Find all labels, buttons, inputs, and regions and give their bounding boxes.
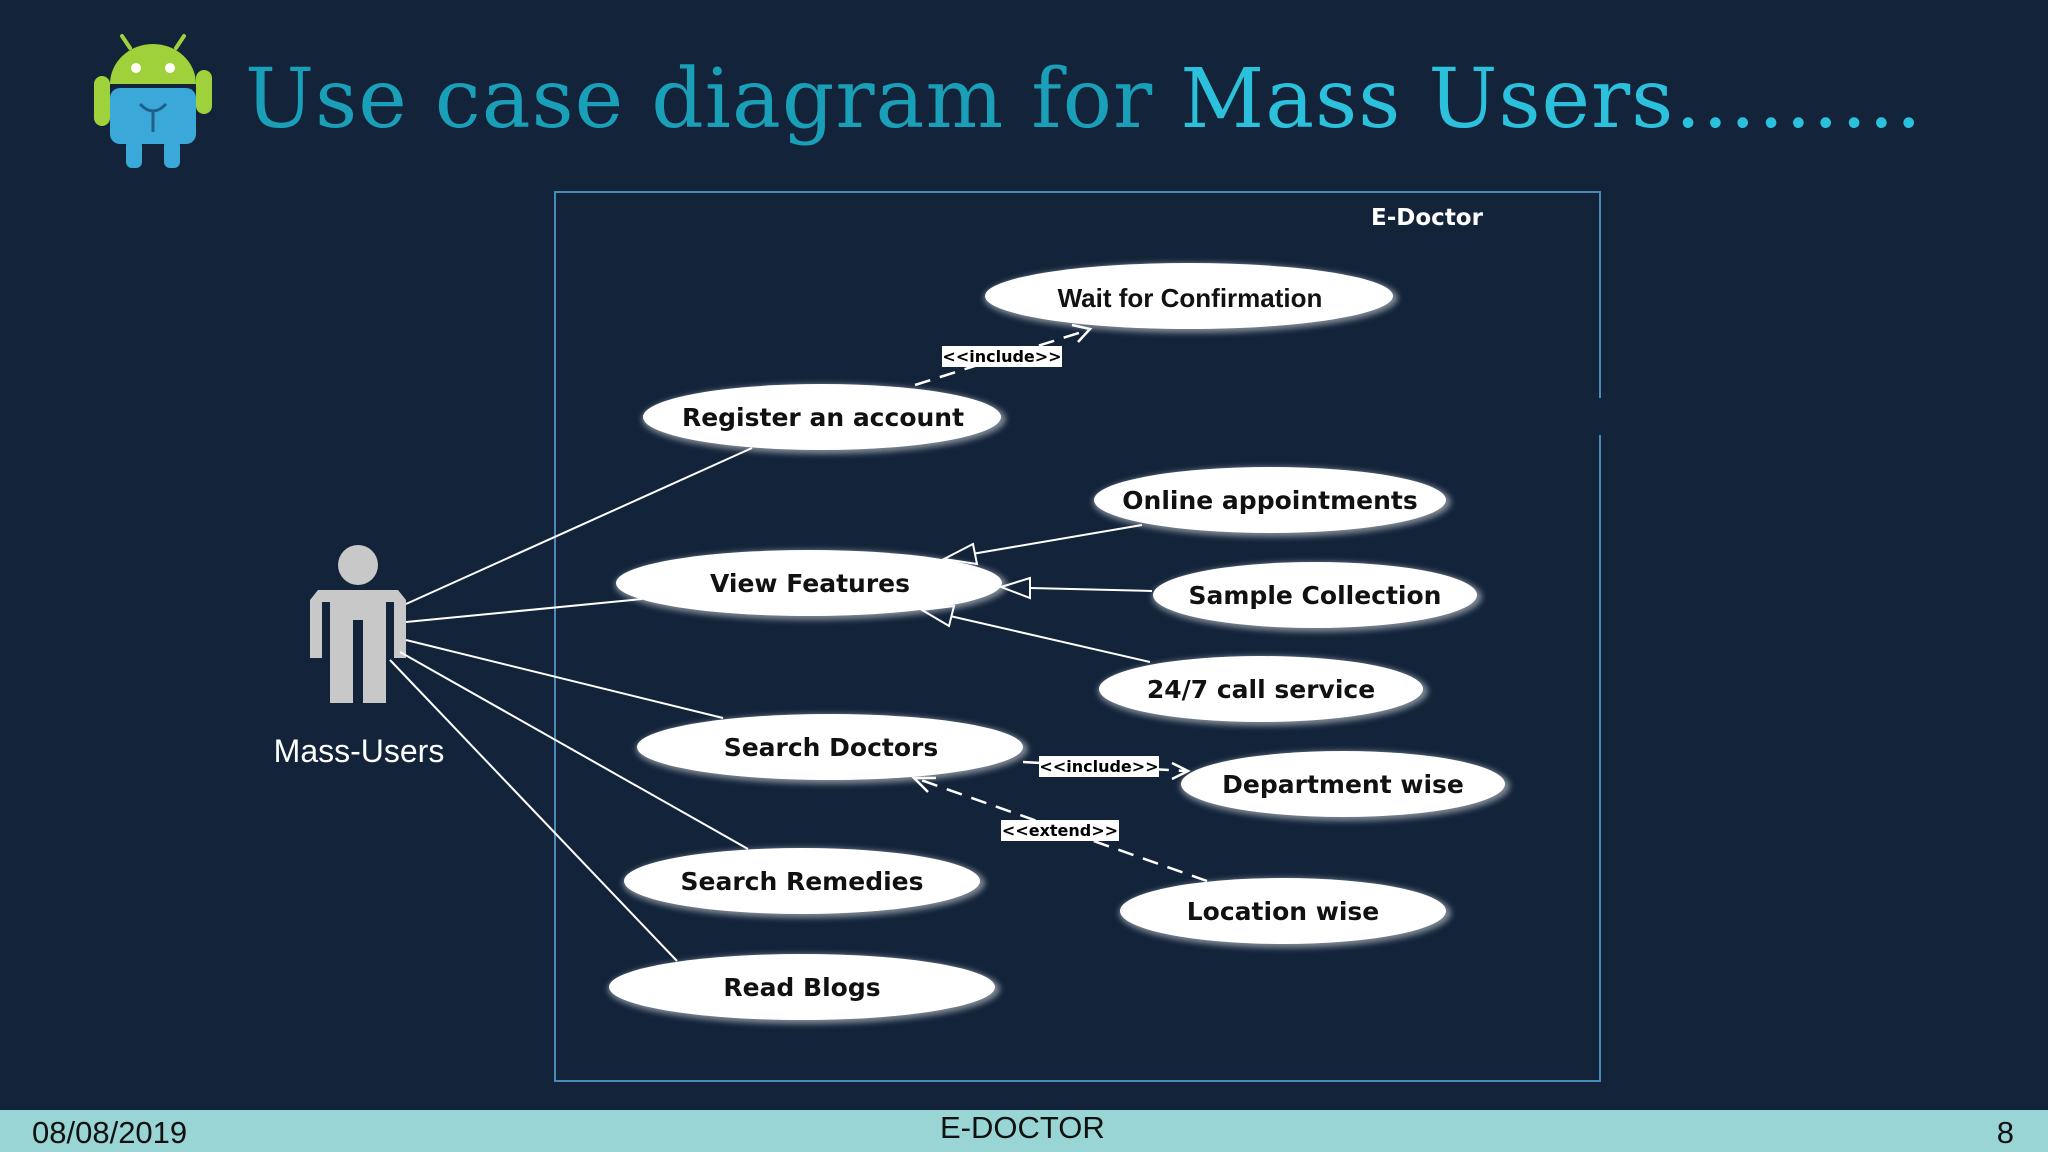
use-case-label: Search Remedies — [681, 867, 924, 896]
title-part-2: Mass Users……… — [1180, 52, 1924, 147]
use-case-wait-confirmation[interactable]: Wait for Confirmation — [984, 263, 1398, 333]
use-case-label: Search Doctors — [724, 733, 939, 762]
use-case-label: Online appointments — [1122, 486, 1417, 515]
use-case-read-blogs[interactable]: Read Blogs — [608, 954, 1000, 1024]
use-case-label: Read Blogs — [723, 973, 880, 1002]
use-case-register[interactable]: Register an account — [642, 384, 1006, 454]
footer-bar: 08/08/2019 E-DOCTOR 8 — [0, 1110, 2048, 1152]
title-part-1: Use case diagram for — [245, 52, 1181, 147]
stereotype-include-2: <<include>> — [1039, 757, 1158, 776]
use-case-search-doctors[interactable]: Search Doctors — [636, 714, 1028, 784]
use-case-location-wise[interactable]: Location wise — [1119, 878, 1451, 948]
association-view-features — [405, 598, 643, 623]
include-arrowhead-2 — [1171, 761, 1191, 781]
stereotype-extend-location: <<extend>> — [1001, 820, 1119, 841]
generalization-arrow-online — [940, 542, 979, 566]
use-case-view-features[interactable]: View Features — [615, 550, 1007, 620]
generalization-arrow-sample — [997, 576, 1031, 600]
use-case-label: Register an account — [682, 403, 964, 432]
footer-date: 08/08/2019 — [32, 1115, 188, 1150]
use-case-label: Sample Collection — [1189, 581, 1442, 610]
stereotype-include-register: <<include>> — [942, 346, 1062, 367]
use-case-label: Location wise — [1187, 897, 1380, 926]
associations — [389, 447, 753, 962]
use-case-online-appointments[interactable]: Online appointments — [1093, 467, 1451, 537]
use-case-search-remedies[interactable]: Search Remedies — [623, 848, 985, 918]
use-case-label: Department wise — [1222, 770, 1464, 799]
use-case-label: 24/7 call service — [1147, 675, 1375, 704]
use-case-label: Wait for Confirmation — [1058, 283, 1323, 313]
use-case-label: View Features — [710, 569, 910, 598]
association-register — [405, 447, 753, 605]
stereotype-include-1: <<include>> — [942, 347, 1061, 366]
android-logo-icon — [94, 34, 212, 168]
stereotype-extend: <<extend>> — [1002, 821, 1118, 840]
actor-label: Mass-Users — [274, 733, 445, 769]
system-name: E-Doctor — [1371, 205, 1484, 231]
use-case-call-service[interactable]: 24/7 call service — [1098, 656, 1428, 726]
footer-center: E-DOCTOR — [940, 1110, 1105, 1145]
use-case-department-wise[interactable]: Department wise — [1180, 751, 1510, 821]
slide-title: Use case diagram for Mass Users……… — [245, 52, 1923, 147]
association-search-remedies — [399, 651, 749, 850]
stereotype-include-search: <<include>> — [1039, 756, 1159, 777]
footer-page-number: 8 — [1996, 1115, 2014, 1150]
actor-mass-users: Mass-Users — [274, 545, 445, 769]
association-search-doctors — [405, 639, 724, 719]
system-boundary: E-Doctor — [554, 191, 1601, 1082]
use-case-sample-collection[interactable]: Sample Collection — [1152, 562, 1482, 632]
association-read-blogs — [389, 659, 678, 962]
